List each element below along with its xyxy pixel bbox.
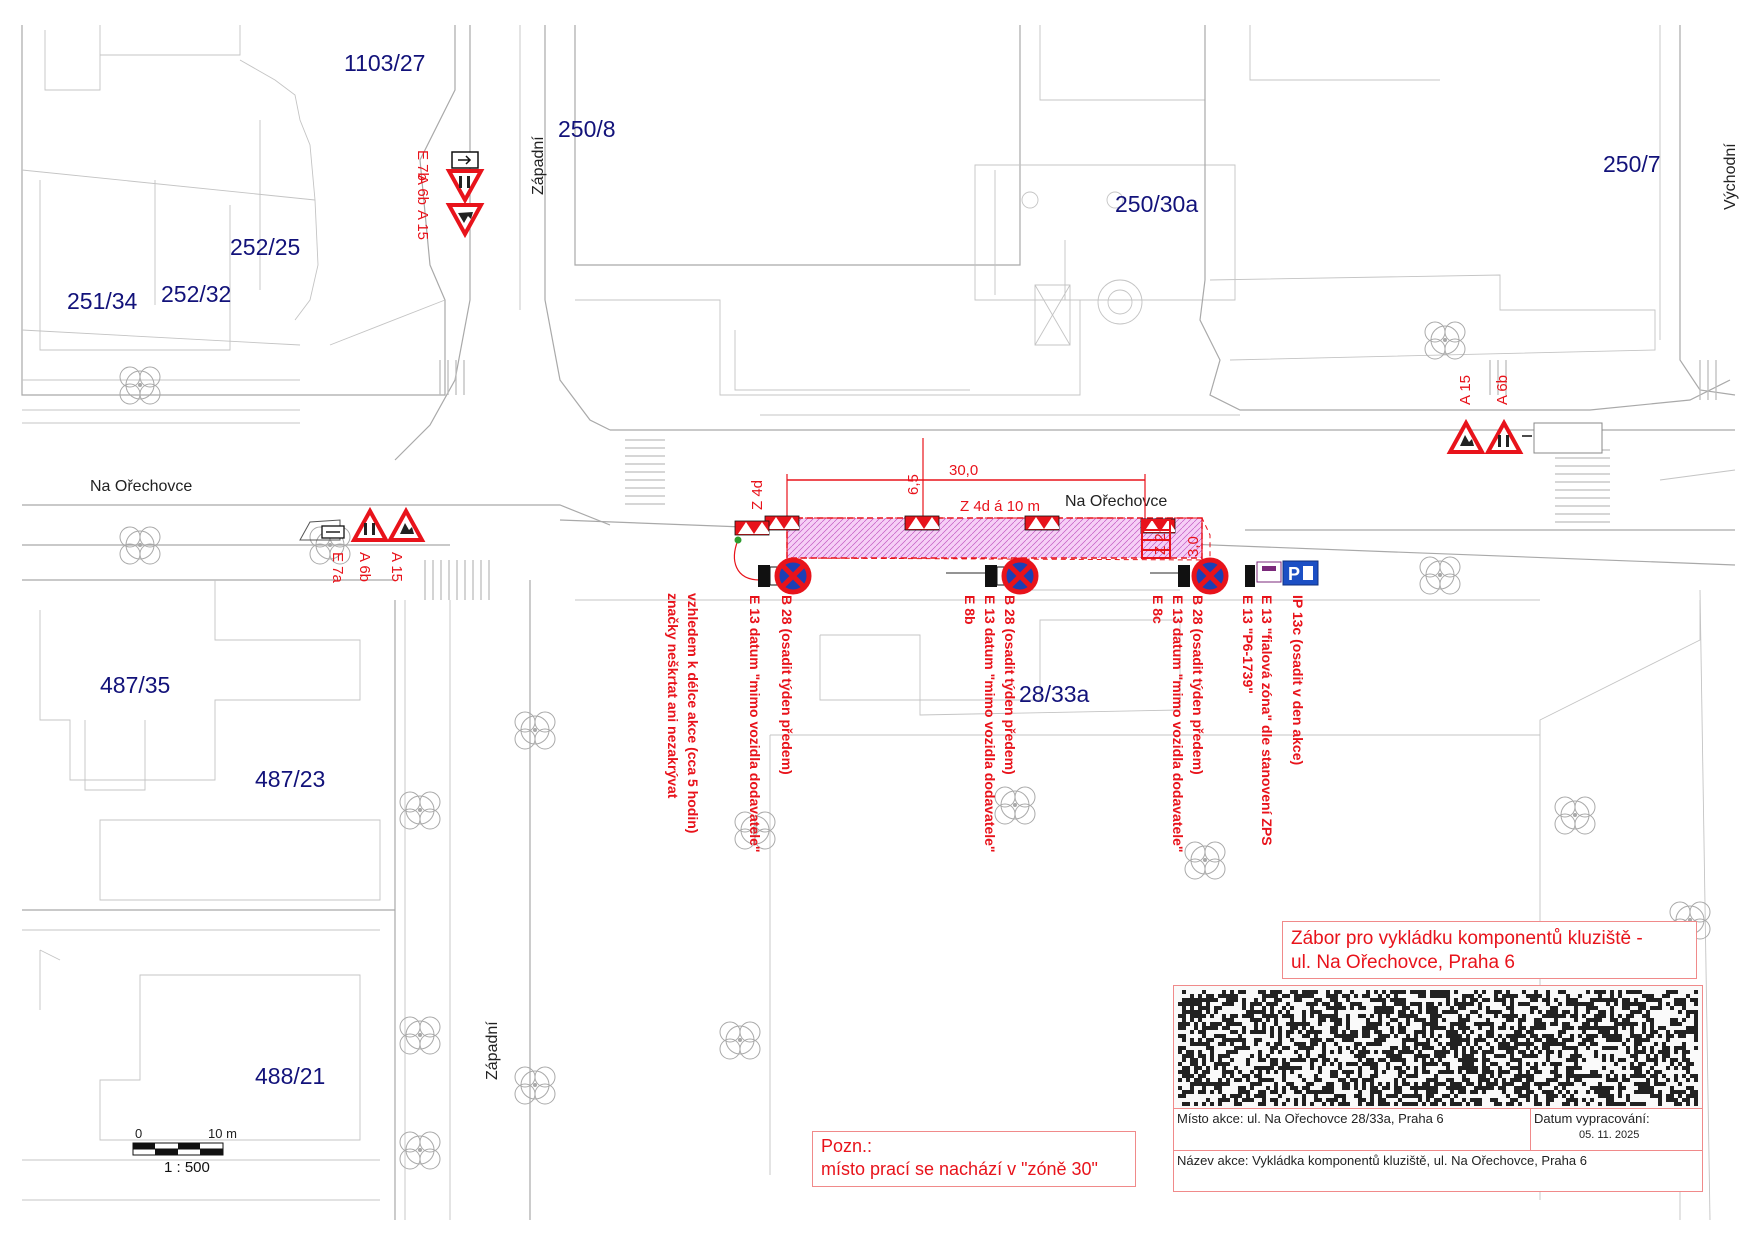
note-g2-e13: E 13 datum "mimo vozidla dodavatele" <box>982 595 998 853</box>
dim-width: 3,0 <box>1185 536 1202 557</box>
scale-zero: 0 <box>135 1126 142 1141</box>
svg-text:P: P <box>1288 564 1300 584</box>
street-vychodni: Východní <box>1722 143 1739 210</box>
z2-barrier <box>1141 519 1171 559</box>
parcel-28-33a: 28/33a <box>1019 681 1090 707</box>
parcel-487-35: 487/35 <box>100 672 170 698</box>
note-g2-b28: B 28 (osadit týden předem) <box>1002 595 1018 775</box>
parcel-250-30a: 250/30a <box>1115 191 1198 217</box>
label-a6b-w: A 6b <box>356 552 373 582</box>
label-a15: A 15 <box>414 210 431 240</box>
label-z2: Z 2 <box>1152 533 1169 555</box>
dim-offset: 6,5 <box>905 474 922 495</box>
note-text: místo prací se nachází v "zóně 30" <box>821 1159 1098 1179</box>
note-g4-e13-p6: E 13 "P6-1739" <box>1240 595 1256 694</box>
b28-sign-group-1 <box>758 560 809 592</box>
vertical-notes: vzhledem k délce akce (cca 5 hodin) znač… <box>665 593 1306 853</box>
title-box: Zábor pro vykládku komponentů kluziště -… <box>1282 921 1697 979</box>
parcel-252-32: 252/32 <box>161 281 231 307</box>
note-g1-e13: E 13 datum "mimo vozidla dodavatele" <box>747 595 763 853</box>
qr-code <box>1174 986 1702 1108</box>
scale-ten: 10 m <box>208 1126 237 1141</box>
datum-value: 05. 11. 2025 <box>1579 1129 1640 1141</box>
b28-sign-group-3 <box>1150 560 1226 592</box>
note-g3-e13: E 13 datum "mimo vozidla dodavatele" <box>1170 595 1186 853</box>
label-a6b: A 6b <box>414 175 431 205</box>
signs-ne-group: A 15 A 6b <box>1448 375 1603 454</box>
label-z4d-spacing: Z 4d á 10 m <box>960 498 1040 515</box>
title-block: Místo akce: ul. Na Ořechovce 28/33a, Pra… <box>1173 985 1703 1192</box>
label-e7a: E 7a <box>329 552 346 584</box>
title-line-2: ul. Na Ořechovce, Praha 6 <box>1291 952 1515 973</box>
zone-area <box>786 517 1203 559</box>
ip13c-sign: P <box>1245 560 1319 587</box>
title-line-1: Zábor pro vykládku komponentů kluziště - <box>1291 928 1643 949</box>
note-g3-b28: B 28 (osadit týden předem) <box>1190 595 1206 775</box>
street-zapadni-north: Západní <box>530 136 547 195</box>
street-names: Na Ořechovce Na Ořechovce Západní Západn… <box>90 136 1739 1080</box>
scale-bar: 0 10 m 1 : 500 <box>132 1126 237 1176</box>
parcel-487-23: 487/23 <box>255 766 325 792</box>
label-e7b: E 7b <box>414 150 431 181</box>
b28-sign-group-2 <box>946 560 1036 592</box>
signs-w-group: E 7a A 6b A 15 <box>299 509 424 584</box>
note-g2-e8b: E 8b <box>962 595 978 625</box>
work-zone: 30,0 6,5 3,0 Z 4d Z 4d á 10 m Z 2 <box>733 438 1211 581</box>
note-box: Pozn.: místo prací se nachází v "zóně 30… <box>812 1131 1136 1187</box>
parcel-1103-27: 1103/27 <box>344 50 425 76</box>
scale-ratio: 1 : 500 <box>164 1159 210 1176</box>
street-zapadni-south: Západní <box>484 1021 501 1080</box>
label-a6b-ne: A 6b <box>1494 375 1511 405</box>
label-a15-ne: A 15 <box>1457 375 1474 405</box>
note-g1-b28: B 28 (osadit týden předem) <box>779 595 795 775</box>
note-g3-e8c: E 8c <box>1150 595 1166 624</box>
parcel-488-21: 488/21 <box>255 1063 325 1089</box>
parcel-250-7: 250/7 <box>1603 151 1661 177</box>
note-g4-e13-zona: E 13 "fialová zóna" dle stanovení ZPS <box>1259 595 1275 846</box>
parcel-250-8: 250/8 <box>558 116 616 142</box>
basemap-lines <box>21 25 1736 1221</box>
street-na-orechovce-west: Na Ořechovce <box>90 478 192 495</box>
nazev-akce: Název akce: Vykládka komponentů kluziště… <box>1177 1153 1587 1168</box>
note-duration-2: značky neškrtat ani nezakrývat <box>665 593 681 799</box>
parcel-252-25: 252/25 <box>230 234 300 260</box>
datum-label: Datum vypracování: <box>1534 1111 1650 1126</box>
parcel-numbers: 1103/27 250/8 250/7 250/30a 252/25 251/3… <box>67 50 1661 1089</box>
street-na-orechovce-main: Na Ořechovce <box>1065 493 1167 510</box>
dim-length: 30,0 <box>949 462 978 479</box>
label-z4d-left: Z 4d <box>749 480 766 510</box>
label-a15-w: A 15 <box>388 552 405 582</box>
parcel-251-34: 251/34 <box>67 288 138 314</box>
note-g4-ip13c: IP 13c (osadit v den akce) <box>1290 595 1306 765</box>
signs-nw-group: E 7b A 6b A 15 <box>414 150 483 240</box>
note-title: Pozn.: <box>821 1136 873 1156</box>
note-duration-1: vzhledem k délce akce (cca 5 hodin) <box>685 593 701 833</box>
misto-akce: Místo akce: ul. Na Ořechovce 28/33a, Pra… <box>1177 1111 1444 1126</box>
